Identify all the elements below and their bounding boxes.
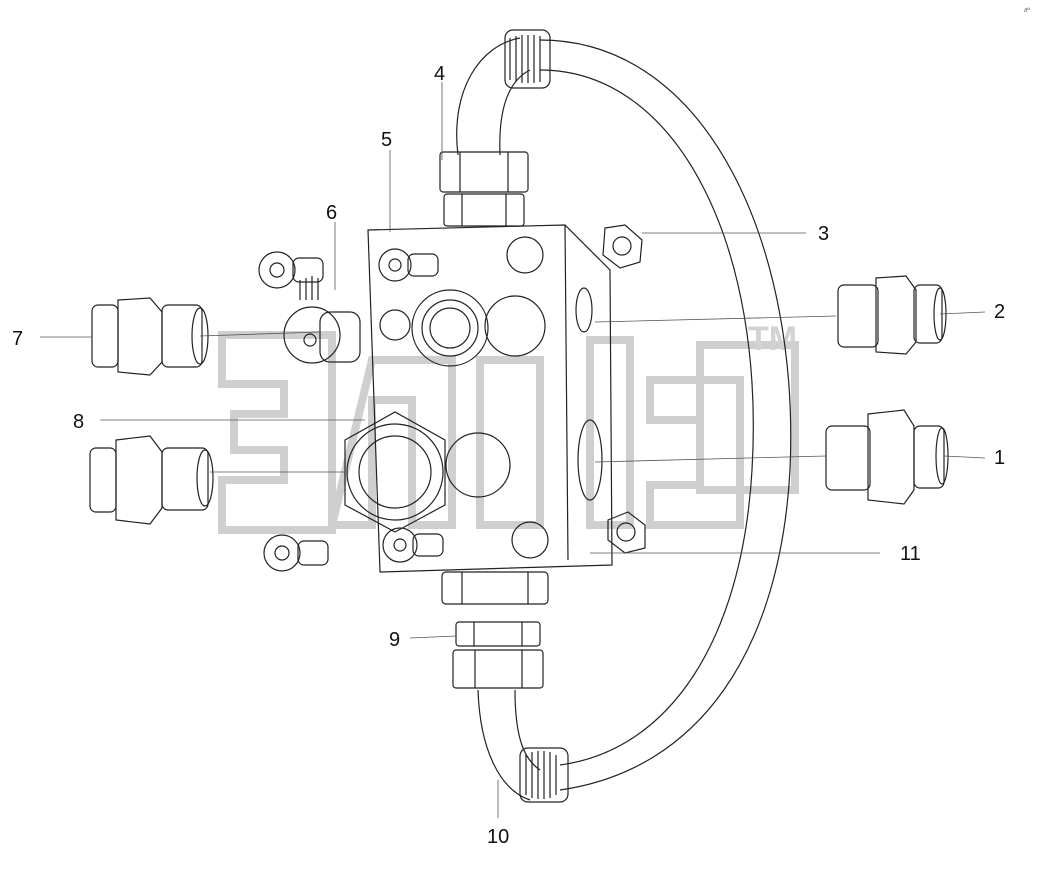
hose-loop xyxy=(456,29,792,803)
bottom-fitting-stack xyxy=(441,571,549,689)
callout-7: 7 xyxy=(12,328,23,350)
block-port-upper xyxy=(379,289,546,367)
adapter-right-lower xyxy=(825,409,949,505)
callout-4: 4 xyxy=(434,63,445,85)
nut-top xyxy=(602,224,643,269)
callout-10: 10 xyxy=(487,826,509,848)
adapter-left-lower xyxy=(89,435,214,525)
callout-9: 9 xyxy=(389,629,400,651)
screw-top-right xyxy=(378,248,439,282)
screw-top-left xyxy=(258,251,324,289)
adapter-right-upper xyxy=(837,275,947,355)
corner-tag: лº xyxy=(1024,7,1031,14)
valve-block xyxy=(367,224,613,573)
block-port-lower xyxy=(344,411,511,533)
cap-with-chain xyxy=(283,276,361,364)
hose-end-bottom xyxy=(519,747,569,803)
screw-bottom-left xyxy=(263,534,329,572)
adapter-left-upper xyxy=(91,297,209,376)
callout-6: 6 xyxy=(326,202,337,224)
callout-11: 11 xyxy=(900,543,921,565)
watermark-logo xyxy=(218,331,799,534)
top-hex-fitting xyxy=(439,151,529,227)
hose-end-top xyxy=(504,29,551,89)
callout-3: 3 xyxy=(818,223,829,245)
callout-1: 1 xyxy=(994,447,1005,469)
nut-bottom xyxy=(607,511,646,554)
screw-bottom-right xyxy=(382,527,444,563)
leader-lines xyxy=(40,82,986,818)
callout-2: 2 xyxy=(994,301,1005,323)
callout-5: 5 xyxy=(381,129,392,151)
callout-8: 8 xyxy=(73,411,84,433)
watermark-tm: TM xyxy=(748,320,797,358)
